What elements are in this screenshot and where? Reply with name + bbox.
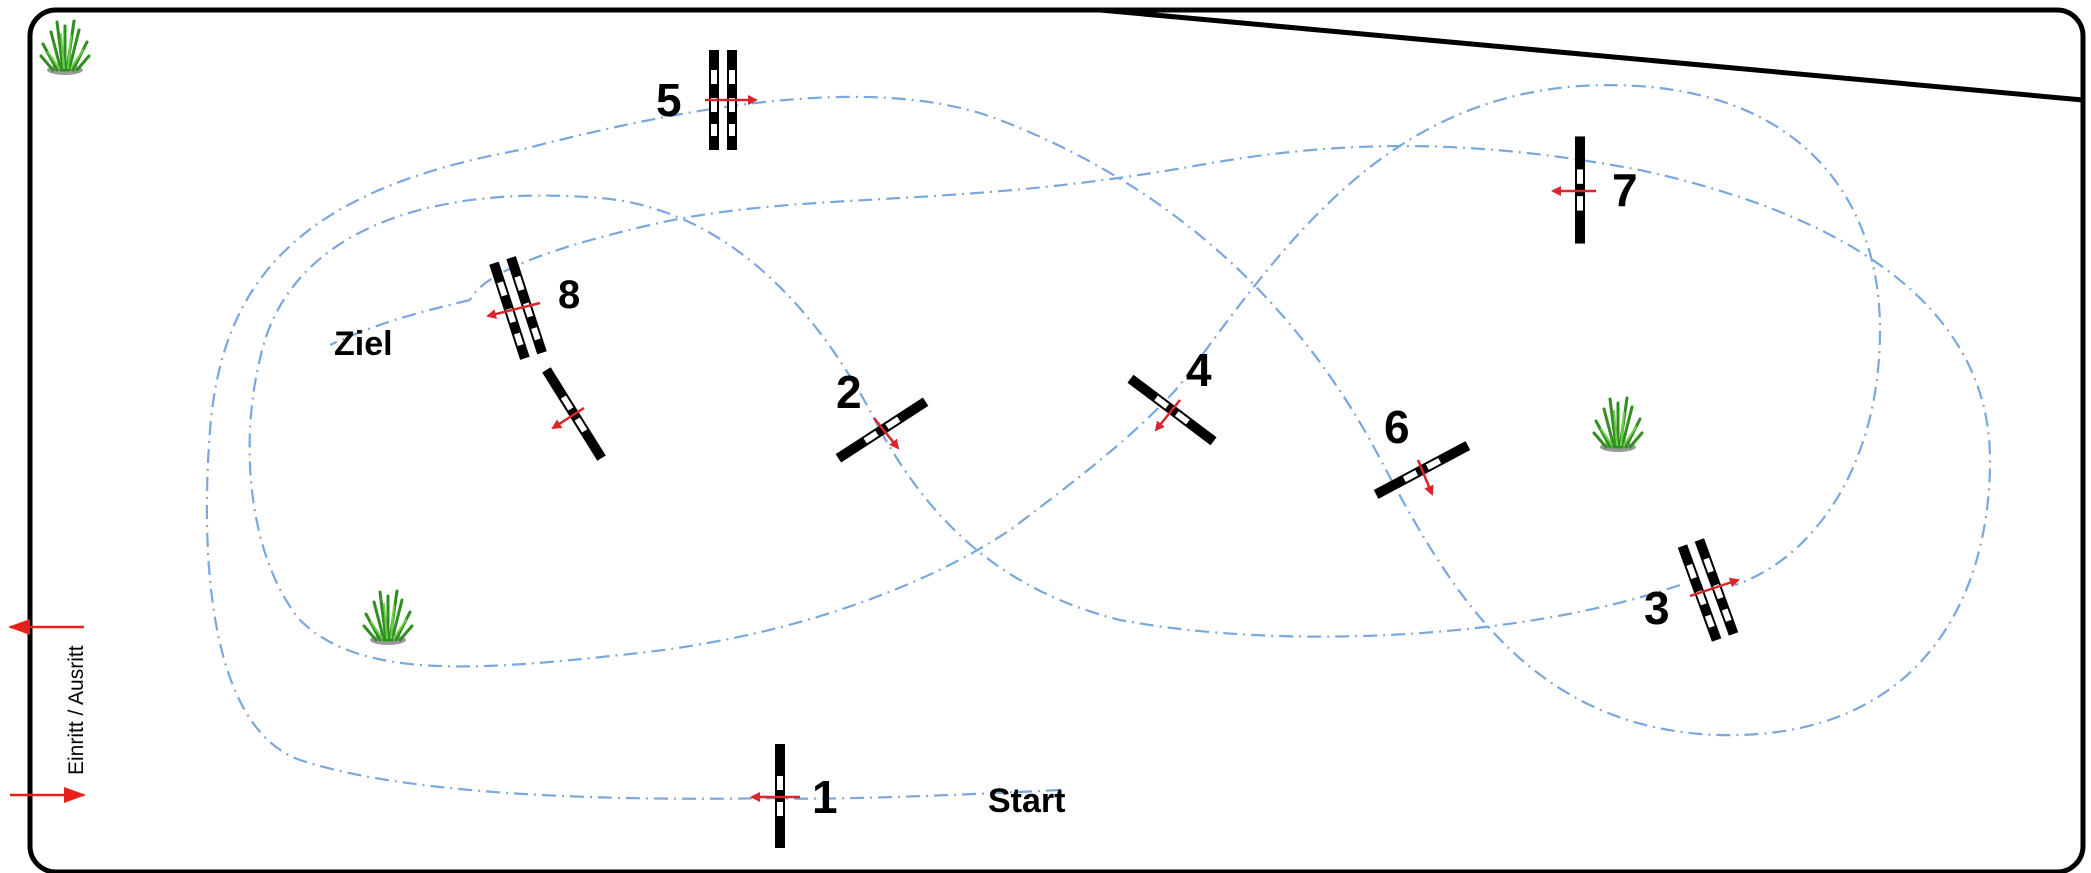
obstacle-8-extra-pole: [542, 367, 606, 461]
obstacle-number-6: 6: [1384, 401, 1410, 453]
obstacle-8: [486, 256, 547, 360]
entry-exit-arrows: [8, 619, 86, 803]
arena-border: [27, 7, 2086, 873]
obstacle-number-2: 2: [836, 366, 862, 418]
obstacle-2: [835, 397, 929, 463]
bush-icon: [39, 19, 91, 77]
obstacle-number-3: 3: [1644, 582, 1670, 634]
obstacle-number-5: 5: [656, 74, 682, 126]
arena-corner-line: [1099, 7, 2084, 103]
obstacle-number-1: 1: [812, 771, 838, 823]
obstacle-1: [750, 744, 800, 848]
obstacle-3: [1677, 538, 1740, 642]
entry-exit-label: Einritt / Ausritt: [65, 645, 88, 775]
obstacle-7: [1551, 136, 1596, 244]
route-path: [205, 84, 1992, 800]
obstacle-4: [1127, 374, 1217, 446]
start-label: Start: [988, 782, 1065, 820]
obstacle-6: [1373, 441, 1471, 499]
obstacle-number-7: 7: [1612, 164, 1638, 216]
bush-icon: [1592, 396, 1644, 454]
obstacle-number-4: 4: [1186, 344, 1212, 396]
bush-icon: [362, 589, 414, 647]
obstacle-number-8: 8: [558, 273, 580, 317]
obstacle-5: [705, 50, 758, 150]
finish-label: Ziel: [334, 325, 393, 363]
